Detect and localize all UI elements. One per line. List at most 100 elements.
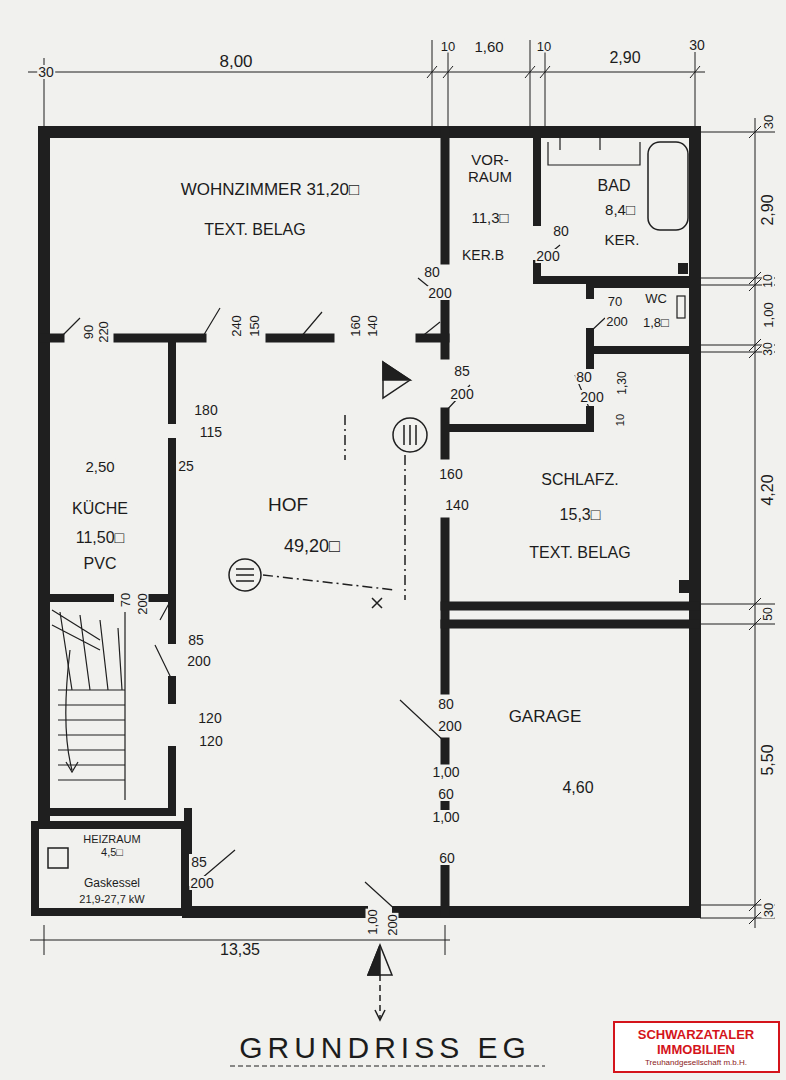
bath-fixture xyxy=(548,138,640,165)
dimension-label: 1,00 xyxy=(366,908,379,935)
room-info: KER.B xyxy=(462,247,504,263)
dimension-label: 30 xyxy=(762,902,775,918)
entrance-arrow xyxy=(368,945,380,975)
wall xyxy=(445,132,695,428)
dimension-label: 80 xyxy=(423,265,441,279)
room-area: HEIZRAUM 4,5□ Gaskessel21,9-27,7 kW xyxy=(39,829,181,908)
dimension-label: 1,00 xyxy=(762,301,775,328)
dimension-lines xyxy=(28,40,775,955)
room-area: BAD 8,4□ KER. xyxy=(542,140,690,276)
room-info: TEXT. BELAG xyxy=(529,544,630,562)
room-info: 4,60 xyxy=(562,779,593,797)
boiler-room-wall xyxy=(35,825,185,912)
dimension-ticks xyxy=(749,126,761,924)
walls xyxy=(35,132,695,912)
staircase xyxy=(52,610,125,800)
caption-underline xyxy=(230,1066,545,1067)
door-swings xyxy=(60,245,605,912)
dimension-label: 30 xyxy=(762,114,775,130)
room-name: KÜCHE xyxy=(72,500,128,518)
center-line xyxy=(263,415,405,600)
dimension-label: 115 xyxy=(199,425,223,439)
chimney xyxy=(679,580,690,593)
dimension-label: 85 xyxy=(187,633,205,647)
dimension-label: 80 xyxy=(552,224,570,238)
plan-caption: GRUNDRISS EG xyxy=(239,1031,531,1065)
chimney xyxy=(38,355,49,368)
wall xyxy=(44,338,172,812)
dimension-label: 1,00 xyxy=(431,765,460,779)
dimension-label: 90 xyxy=(82,324,95,340)
room-info: PVC xyxy=(84,555,117,573)
logo-text: Treuhandgesellschaft m.b.H. xyxy=(644,1059,748,1067)
room-info: 21,9-27,7 kW xyxy=(79,892,144,905)
dimension-label: 30 xyxy=(688,38,706,52)
room-info: 8,4□ xyxy=(605,201,635,218)
dimension-label: 10 xyxy=(762,273,774,288)
room-info: 11,3□ xyxy=(471,209,508,226)
dimension-label: 200 xyxy=(186,654,211,668)
dimension-label: 200 xyxy=(427,286,452,300)
logo-frame xyxy=(614,1022,779,1072)
dimension-label: 200 xyxy=(189,876,214,890)
courtyard-symbols xyxy=(229,362,545,1066)
dimension-label: 160 xyxy=(349,314,362,338)
dimension-label: 200 xyxy=(449,387,474,401)
entrance-arrow xyxy=(368,945,392,975)
dimension-label: 80 xyxy=(575,370,593,384)
wall xyxy=(445,620,695,629)
room-name: WOHNZIMMER 31,20□ xyxy=(181,180,359,200)
bathtub xyxy=(648,142,688,230)
room-area: HOF49,20□ xyxy=(193,343,441,908)
dimension-label: 200 xyxy=(605,315,629,328)
dimension-label: 50 xyxy=(762,606,774,621)
stairs xyxy=(52,610,125,800)
room-name: HEIZRAUM 4,5□ xyxy=(75,833,149,858)
room-info: 15,3□ xyxy=(560,506,601,524)
entrance-arrowhead xyxy=(375,1010,385,1020)
drain-symbol xyxy=(229,559,261,591)
entrance-line xyxy=(379,975,381,1018)
fixtures xyxy=(38,138,690,868)
boiler-symbol xyxy=(48,848,68,868)
room-info: KER. xyxy=(604,231,639,248)
door-swing xyxy=(60,245,605,912)
room-name: GARAGE xyxy=(509,707,582,727)
view-arrow xyxy=(383,362,410,398)
chimney xyxy=(678,263,688,274)
dimension-label: 1,30 xyxy=(616,370,628,395)
room-info: TEXT. BELAG xyxy=(204,221,305,239)
wc-fixture xyxy=(677,296,685,318)
dimension-label: 240 xyxy=(230,314,243,338)
logo-text: SCHWARZATALER xyxy=(637,1028,756,1041)
room-name: HOF xyxy=(268,494,308,516)
wall xyxy=(445,602,695,611)
dimension-label: 1,00 xyxy=(431,810,460,824)
dimension-label: 150 xyxy=(248,314,261,338)
right-dimension-line xyxy=(700,118,775,928)
dimension-label: 8,00 xyxy=(218,53,253,70)
skylight-symbol xyxy=(393,418,427,452)
dimension-label: 85 xyxy=(453,364,471,378)
dimension-label: 220 xyxy=(97,320,110,344)
dimension-ticks xyxy=(40,66,700,78)
dimension-label: 60 xyxy=(438,851,456,865)
dimension-label: 10 xyxy=(536,40,552,53)
dimension-label: 70 xyxy=(607,295,623,308)
dimension-label: 85 xyxy=(190,855,208,869)
logo-text: IMMOBILIEN xyxy=(656,1043,736,1056)
dimension-label: 5,50 xyxy=(760,743,776,776)
dimension-label: 10 xyxy=(440,40,456,53)
dimension-label: 13,35 xyxy=(219,942,261,958)
view-arrow xyxy=(383,362,410,380)
dimension-label: 120 xyxy=(197,711,222,725)
room-info: 11,50□ xyxy=(76,529,125,547)
room-name: VOR- RAUM xyxy=(460,151,520,186)
room-name: BAD xyxy=(598,177,631,195)
dimension-label: 30 xyxy=(762,341,774,356)
dimension-label: 200 xyxy=(386,913,399,937)
dimension-label: 30 xyxy=(37,65,55,79)
room-info: Gaskessel xyxy=(84,877,140,891)
room-area: SCHLAFZ.15,3□TEXT. BELAG xyxy=(450,355,690,603)
stair-arrow xyxy=(66,650,78,772)
